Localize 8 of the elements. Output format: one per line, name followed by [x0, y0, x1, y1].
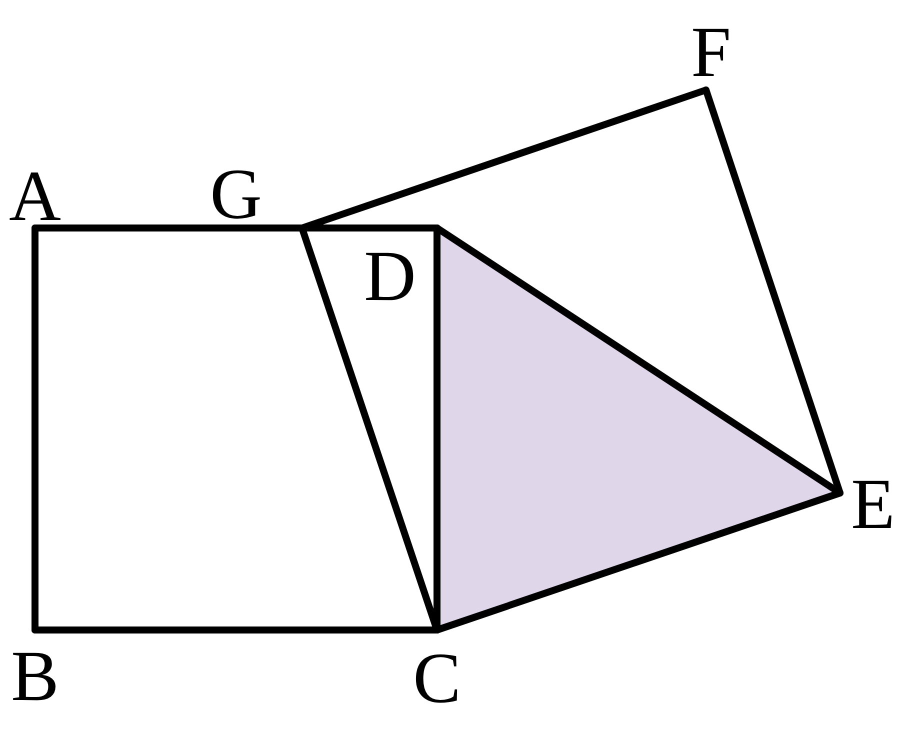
point-label: F — [676, 16, 746, 90]
point-label: E — [840, 466, 906, 542]
point-label: G — [210, 158, 302, 228]
point-label: B — [4, 630, 66, 712]
point-label: C — [402, 630, 472, 714]
line-segment — [32, 224, 38, 634]
point-label: D — [364, 228, 437, 312]
point-label: A — [4, 160, 66, 228]
